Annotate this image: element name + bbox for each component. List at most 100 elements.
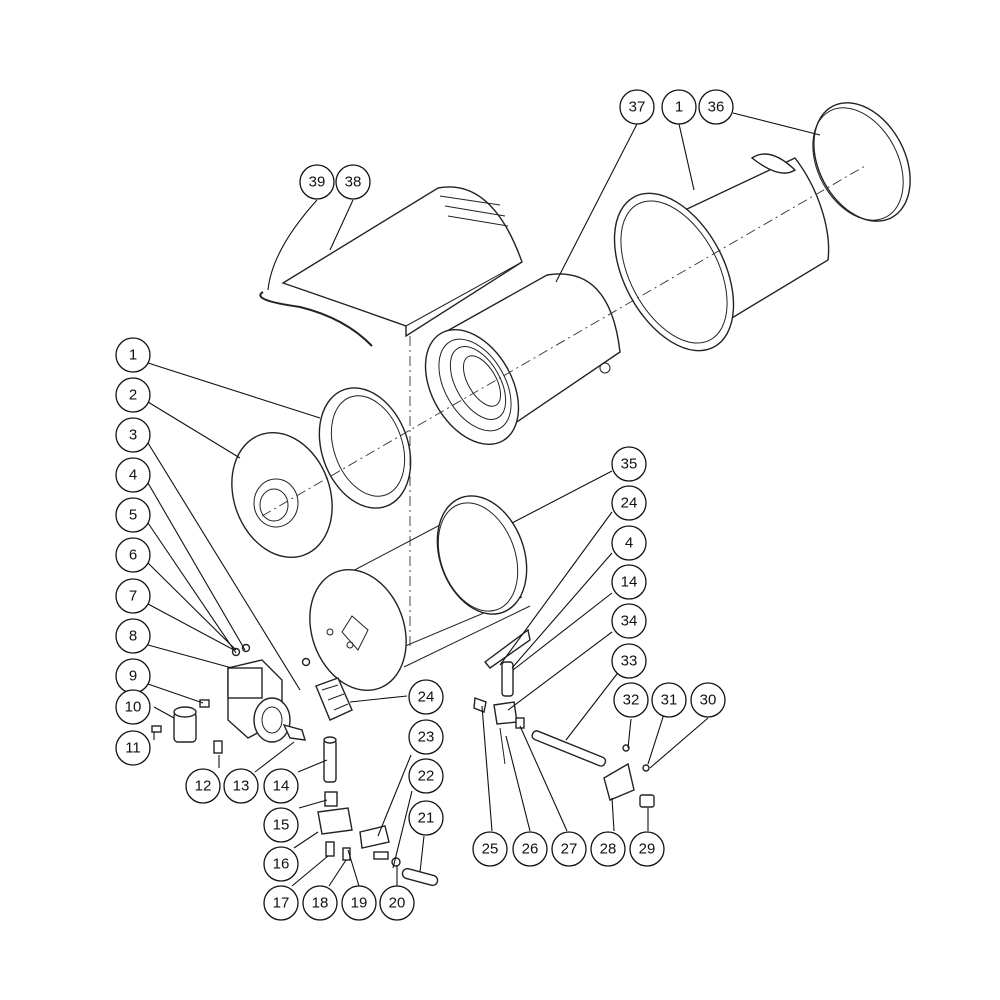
valve-block	[317, 791, 401, 867]
svg-text:31: 31	[661, 692, 678, 709]
center-axis	[261, 165, 866, 517]
shaft-lower	[323, 736, 337, 783]
svg-text:30: 30	[700, 692, 717, 709]
svg-text:11: 11	[125, 740, 141, 757]
callout-18: 18	[302, 885, 338, 921]
callout-27: 27	[551, 831, 587, 867]
callout-10: 10	[115, 689, 151, 725]
svg-text:33: 33	[621, 653, 638, 670]
svg-text:28: 28	[600, 841, 617, 858]
outer-casing	[613, 153, 830, 352]
svg-text:29: 29	[639, 841, 656, 858]
svg-text:27: 27	[561, 841, 578, 858]
callout-26: 26	[512, 831, 548, 867]
callout-15: 15	[263, 807, 299, 843]
oil-line-tube	[401, 867, 439, 887]
callout-31: 31	[651, 682, 687, 718]
electrode-rod	[531, 730, 607, 767]
callout-38: 38	[335, 164, 371, 200]
svg-text:36: 36	[708, 99, 725, 116]
base-frame	[309, 495, 531, 692]
callout-22: 22	[408, 758, 444, 794]
svg-text:39: 39	[309, 174, 326, 191]
callout-4: 4	[115, 457, 151, 493]
top-cover	[281, 186, 523, 338]
callout-24-upper: 24	[611, 485, 647, 521]
svg-text:4: 4	[129, 467, 137, 484]
svg-text:32: 32	[623, 692, 640, 709]
wire	[259, 291, 373, 347]
svg-text:38: 38	[345, 174, 362, 191]
svg-text:3: 3	[129, 427, 137, 444]
svg-text:7: 7	[129, 588, 137, 605]
callout-5: 5	[115, 497, 151, 533]
callout-32: 32	[613, 682, 649, 718]
svg-text:8: 8	[129, 628, 137, 645]
svg-text:34: 34	[621, 613, 638, 630]
callouts: 37 1 36 39 38 1 2 3 4 5 6 7 8 9 10 11 12…	[115, 89, 734, 921]
svg-text:1: 1	[675, 99, 683, 116]
callout-12: 12	[185, 768, 221, 804]
svg-text:21: 21	[418, 810, 435, 827]
svg-text:2: 2	[129, 387, 137, 404]
pump-assembly	[227, 659, 306, 743]
nozzle-holder	[473, 697, 525, 765]
coupling	[315, 677, 353, 721]
svg-text:35: 35	[621, 456, 638, 473]
callout-30: 30	[690, 682, 726, 718]
shaft-upper	[501, 661, 514, 697]
svg-text:14: 14	[621, 574, 638, 591]
retainer-ring	[318, 387, 412, 509]
svg-text:4: 4	[625, 535, 633, 552]
svg-text:26: 26	[522, 841, 539, 858]
callout-16: 16	[263, 846, 299, 882]
electrode-bracket	[603, 744, 655, 808]
svg-text:25: 25	[482, 841, 499, 858]
callout-6: 6	[115, 537, 151, 573]
svg-text:16: 16	[273, 856, 290, 873]
callout-8: 8	[115, 618, 151, 654]
svg-text:24: 24	[418, 689, 435, 706]
callout-9: 9	[115, 658, 151, 694]
callout-29: 29	[629, 831, 665, 867]
svg-text:6: 6	[129, 547, 137, 564]
parts-drawing	[151, 102, 911, 887]
callout-11: 11	[115, 730, 151, 766]
callout-1-casing: 1	[661, 89, 697, 125]
callout-36: 36	[698, 89, 734, 125]
svg-text:18: 18	[312, 895, 329, 912]
svg-text:13: 13	[233, 778, 250, 795]
svg-text:14: 14	[273, 778, 290, 795]
svg-text:22: 22	[418, 768, 435, 785]
svg-text:1: 1	[129, 347, 137, 364]
callout-14-right: 14	[611, 564, 647, 600]
callout-7: 7	[115, 578, 151, 614]
callout-17: 17	[263, 885, 299, 921]
callout-23: 23	[408, 719, 444, 755]
callout-3: 3	[115, 417, 151, 453]
svg-text:17: 17	[273, 895, 290, 912]
callout-13: 13	[223, 768, 259, 804]
callout-34: 34	[611, 603, 647, 639]
callout-4-right: 4	[611, 525, 647, 561]
filter-cup	[173, 706, 197, 743]
callout-33: 33	[611, 643, 647, 679]
svg-text:12: 12	[195, 778, 212, 795]
svg-text:10: 10	[125, 699, 142, 716]
svg-text:23: 23	[418, 729, 435, 746]
end-cap-disc	[812, 102, 911, 222]
callout-24-lower: 24	[408, 679, 444, 715]
combustion-chamber	[424, 273, 621, 445]
svg-text:15: 15	[273, 817, 290, 834]
leader-lines	[147, 112, 821, 887]
callout-25: 25	[472, 831, 508, 867]
svg-text:19: 19	[351, 895, 368, 912]
svg-text:24: 24	[621, 495, 638, 512]
callout-14: 14	[263, 768, 299, 804]
svg-text:37: 37	[629, 99, 646, 116]
svg-text:20: 20	[389, 895, 406, 912]
callout-20: 20	[379, 885, 415, 921]
callout-2: 2	[115, 377, 151, 413]
callout-21: 21	[408, 800, 444, 836]
